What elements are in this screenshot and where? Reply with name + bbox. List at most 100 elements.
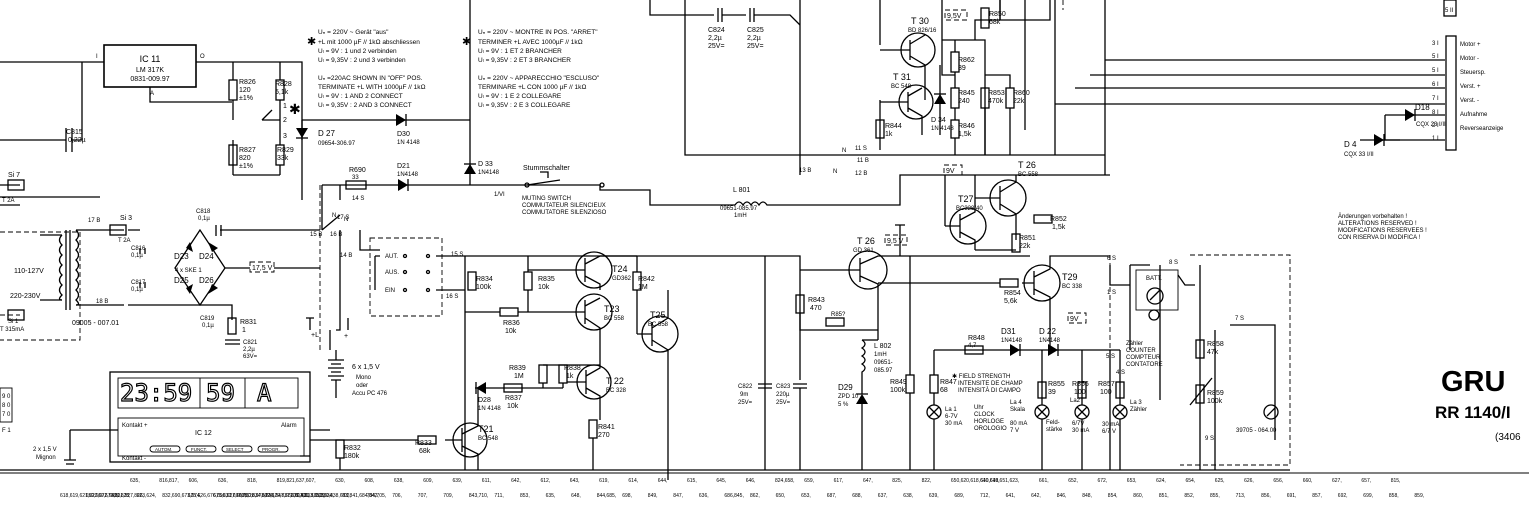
svg-text:30 mA: 30 mA [1102,422,1119,428]
svg-text:22k: 22k [1013,98,1025,105]
svg-text:D31: D31 [1001,327,1016,336]
svg-text:R826: R826 [239,79,256,86]
svg-text:T24: T24 [612,264,628,274]
svg-text:09651-085.97: 09651-085.97 [720,206,758,212]
svg-text:R839: R839 [509,365,526,372]
svg-text:T25: T25 [650,310,666,320]
resistor-r840: R85? [825,312,846,327]
svg-text:INTENSITE DE CHAMP: INTENSITE DE CHAMP [958,381,1023,387]
svg-text:R852: R852 [1050,216,1067,223]
svg-text:BC 558: BC 558 [648,322,669,328]
svg-text:R833: R833 [415,440,432,447]
svg-text:25V=: 25V= [747,43,764,50]
svg-text:R831: R831 [240,319,257,326]
reference-number: 623, [1010,478,1020,484]
svg-text:R843: R843 [808,297,825,304]
svg-text:1N4148: 1N4148 [1001,338,1023,344]
reference-number: 647, [863,478,873,484]
svg-text:D30: D30 [397,131,410,138]
reference-number: 703, [316,493,326,499]
reference-number: 816,817, [159,478,178,484]
svg-text:R837: R837 [505,395,522,402]
svg-text:Uₙ = 220V ~ APPARECCHIO "ESCL: Uₙ = 220V ~ APPARECCHIO "ESCLUSO" [478,75,600,82]
svg-text:09654-306.97: 09654-306.97 [318,141,356,147]
svg-text:D 27: D 27 [318,129,335,138]
svg-text:R851: R851 [1019,235,1036,242]
svg-text:I: I [96,54,98,60]
svg-text:0,1µ: 0,1µ [198,216,210,222]
svg-text:N: N [842,148,846,154]
reference-number: 691, [1287,493,1297,499]
reference-number: 659, [804,478,814,484]
reference-number: 856, [1261,493,1271,499]
svg-text:8 S: 8 S [1169,260,1178,266]
svg-text:15 B: 15 B [310,232,322,238]
svg-text:Accu PC 476: Accu PC 476 [352,391,388,397]
svg-text:COUNTER: COUNTER [1126,348,1156,354]
counter-label: Zähler COUNTER COMPTEUR CONTATORE [1126,341,1163,368]
reference-number: 851, [1159,493,1169,499]
note-italian: Uₙ = 220V ~ APPARECCHIO "ESCLUSO" TERMIN… [478,75,600,109]
svg-text:T 2A: T 2A [118,238,131,244]
svg-text:270: 270 [598,432,610,439]
svg-text:1,5k: 1,5k [1052,224,1066,231]
reference-number: 688, [852,493,862,499]
svg-text:110-127V: 110-127V [14,268,44,275]
svg-text:D26: D26 [199,276,214,285]
reference-number: 617, [834,478,844,484]
svg-text:FUNCT.: FUNCT. [191,447,207,452]
svg-text:085.97: 085.97 [874,368,893,374]
reference-number: 623,624, [137,493,156,499]
reference-number: 704,705, [367,493,386,499]
reference-number: 635, [130,478,140,484]
svg-text:R853: R853 [988,90,1005,97]
reference-number: 825, [892,478,902,484]
svg-text:Uₙ =220AC SHOWN IN "OFF" POS.: Uₙ =220AC SHOWN IN "OFF" POS. [318,75,423,82]
svg-text:Uₗ = 9V : 1 E 2 COLLEGARE: Uₗ = 9V : 1 E 2 COLLEGARE [478,93,562,100]
note-french: Uₙ = 220V ~ MONTRE IN POS. "ARRET" ✱ TER… [462,29,598,64]
svg-text:1 I: 1 I [1432,136,1439,142]
reference-number: 609, [423,478,433,484]
svg-text:TERMINATE +L WITH 1000µF // 1k: TERMINATE +L WITH 1000µF // 1kΩ [318,84,426,91]
svg-text:EIN: EIN [385,288,395,294]
reference-number: 661, [1039,478,1049,484]
svg-text:La 1: La 1 [945,407,957,413]
svg-text:13 B: 13 B [799,168,811,174]
svg-text:Uₗ = 9,35V : 2 E 3 COLLEGARE: Uₗ = 9,35V : 2 E 3 COLLEGARE [478,102,571,109]
reference-number: 858, [1389,493,1399,499]
svg-text:16 B: 16 B [330,232,342,238]
svg-text:C824: C824 [708,27,725,34]
svg-text:PROGR.: PROGR. [262,447,280,452]
reference-number: 645, [716,478,726,484]
reference-number: 819,821,637, [277,478,306,484]
svg-text:14 B: 14 B [340,253,352,259]
svg-text:17,5 V: 17,5 V [252,265,273,272]
svg-text:R850: R850 [989,11,1006,18]
svg-text:R827: R827 [239,147,256,154]
svg-text:T 31: T 31 [893,72,911,82]
reference-number: 626, [1244,478,1254,484]
diode-d27: D 27 09654-306.97 [296,120,356,147]
svg-text:1k: 1k [566,373,574,380]
svg-text:N: N [833,169,837,175]
reference-number: 638, [394,478,404,484]
svg-text:1N 4148: 1N 4148 [397,140,420,146]
reference-number: 694, [264,493,274,499]
svg-text:0,1µ: 0,1µ [131,253,143,259]
svg-text:5,1k: 5,1k [275,89,289,96]
svg-text:Si 1: Si 1 [8,319,19,325]
reference-number: 860, [1133,493,1143,499]
svg-text:Uₗ = 9V : 1 und 2 verbinden: Uₗ = 9V : 1 und 2 verbinden [318,48,397,55]
svg-text:D21: D21 [397,163,410,170]
